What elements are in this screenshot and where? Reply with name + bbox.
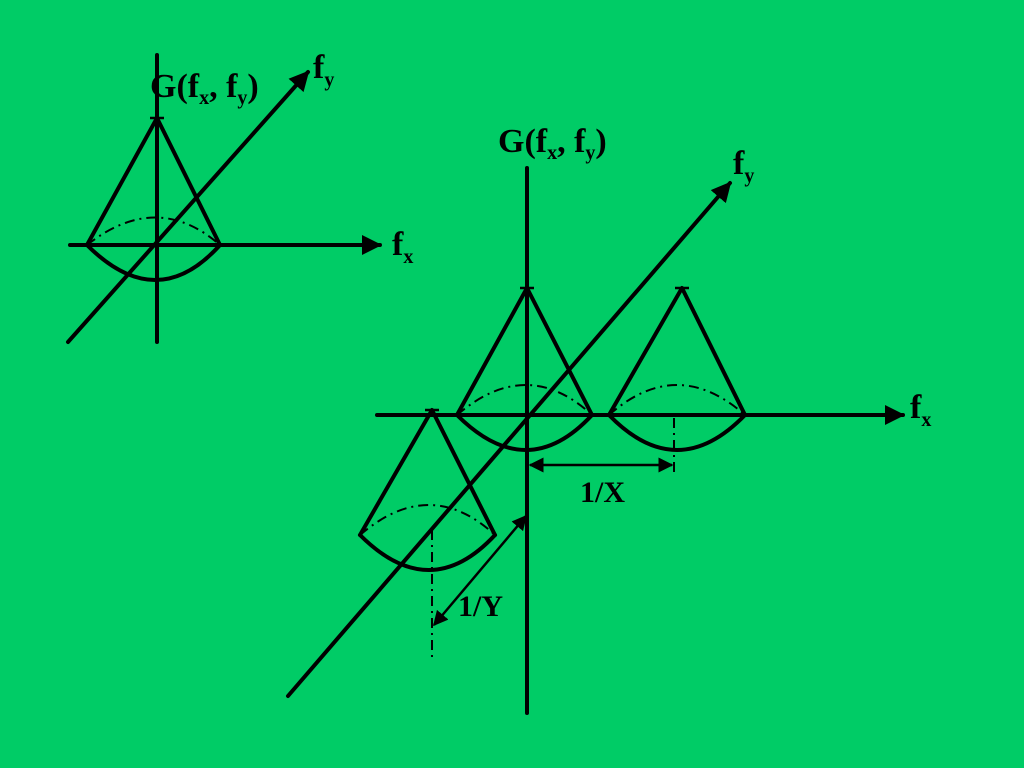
small-fy-axis <box>66 70 310 344</box>
small-diagram: G(fx, fy) fy fx <box>66 49 413 344</box>
large-g-label: G(fx, fy) <box>498 123 607 164</box>
small-fx-label: fx <box>392 226 413 268</box>
large-fy-axis <box>286 181 732 698</box>
spacing-x-label: 1/X <box>580 476 625 509</box>
large-fx-label: fx <box>910 389 931 431</box>
large-diagram: 1/X 1/Y G(fx, fy) fy fx <box>286 123 931 715</box>
small-g-label: G(fx, fy) <box>150 68 259 109</box>
small-cone <box>85 116 222 282</box>
small-fy-label: fy <box>313 49 334 91</box>
spacing-y-arrow <box>433 514 527 627</box>
center-cone <box>455 286 594 452</box>
spacing-y-label: 1/Y <box>458 590 503 623</box>
right-cone <box>607 286 747 472</box>
large-fy-label: fy <box>733 145 754 187</box>
